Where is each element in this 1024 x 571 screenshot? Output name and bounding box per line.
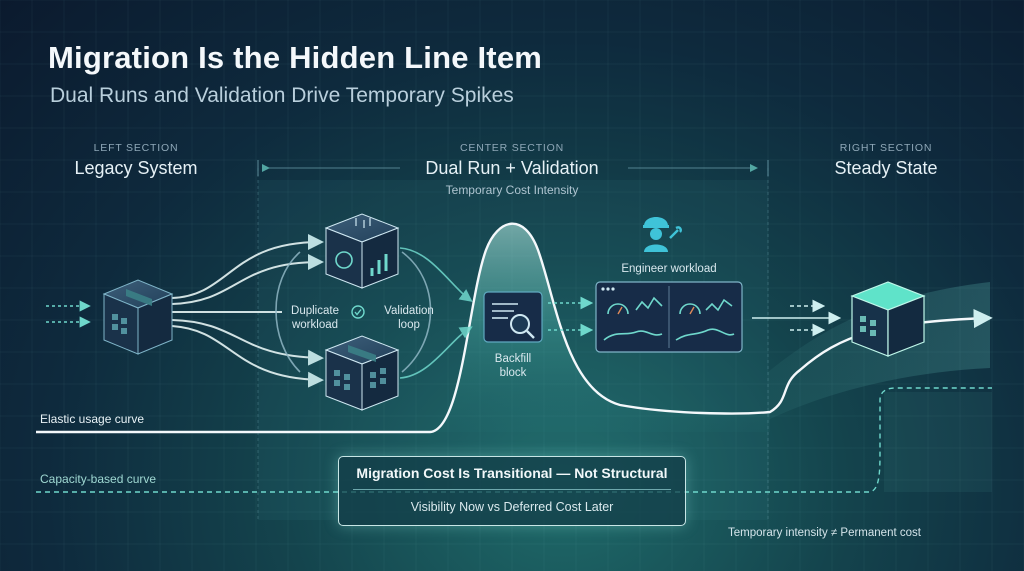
fan-out-arrows (171, 234, 324, 388)
callout-divider (353, 489, 671, 490)
elastic-usage-curve (36, 222, 993, 434)
steady-state-cube-icon (850, 281, 926, 357)
right-section-name: Steady State (834, 158, 938, 178)
temporary-spike-area (430, 223, 770, 432)
duplicate-workload-label-line: Duplicate (291, 305, 339, 317)
capacity-curve-label: Capacity-based curve (40, 472, 157, 486)
monitoring-dashboard-icon (595, 281, 743, 353)
left-section-tag: LEFT SECTION (93, 142, 179, 154)
left-section-name: Legacy System (74, 158, 198, 178)
legacy-input-arrows (46, 300, 91, 328)
steady-state-input-arrows (752, 299, 842, 337)
engineer-icon (643, 217, 682, 252)
center-section-name: Dual Run + Validation (425, 158, 599, 178)
legacy-system-cube-icon (102, 279, 174, 355)
backfill-block-label: Backfill block (478, 352, 548, 380)
callout-heading: Migration Cost Is Transitional — Not Str… (356, 465, 668, 481)
validation-loop-label: Validation loop (374, 304, 444, 332)
backfill-search-icon (483, 291, 543, 343)
validation-loop-label-line: Validation (384, 305, 434, 317)
center-section-tag: CENTER SECTION (460, 142, 564, 154)
capacity-area (884, 392, 992, 492)
page-title: Migration Is the Hidden Line Item (48, 40, 543, 75)
validation-loop-label-line: loop (398, 319, 420, 331)
duplicate-workload-label: Duplicate workload (280, 304, 350, 332)
analytics-cube-icon (324, 213, 400, 289)
section-dividers (257, 160, 769, 520)
footnote: Temporary intensity ≠ Permanent cost (728, 527, 921, 539)
validation-check-icon (351, 305, 365, 319)
backfill-output-arrows (548, 296, 594, 337)
duplicate-workload-label-line: workload (291, 319, 339, 331)
elastic-curve-label: Elastic usage curve (40, 412, 145, 426)
duplicate-cube-icon (324, 335, 400, 411)
capacity-based-curve (36, 387, 992, 493)
validation-loop-arcs (275, 247, 473, 379)
backfill-block-label-line: Backfill (494, 353, 532, 365)
backfill-block-label-line: block (499, 367, 527, 379)
page-subtitle: Dual Runs and Validation Drive Temporary… (50, 84, 514, 107)
callout-box: Migration Cost Is Transitional — Not Str… (338, 456, 686, 526)
callout-subtext: Visibility Now vs Deferred Cost Later (410, 500, 614, 514)
center-section-note: Temporary Cost Intensity (445, 183, 579, 197)
right-section-tag: RIGHT SECTION (839, 142, 933, 154)
engineer-workload-label: Engineer workload (621, 263, 717, 275)
